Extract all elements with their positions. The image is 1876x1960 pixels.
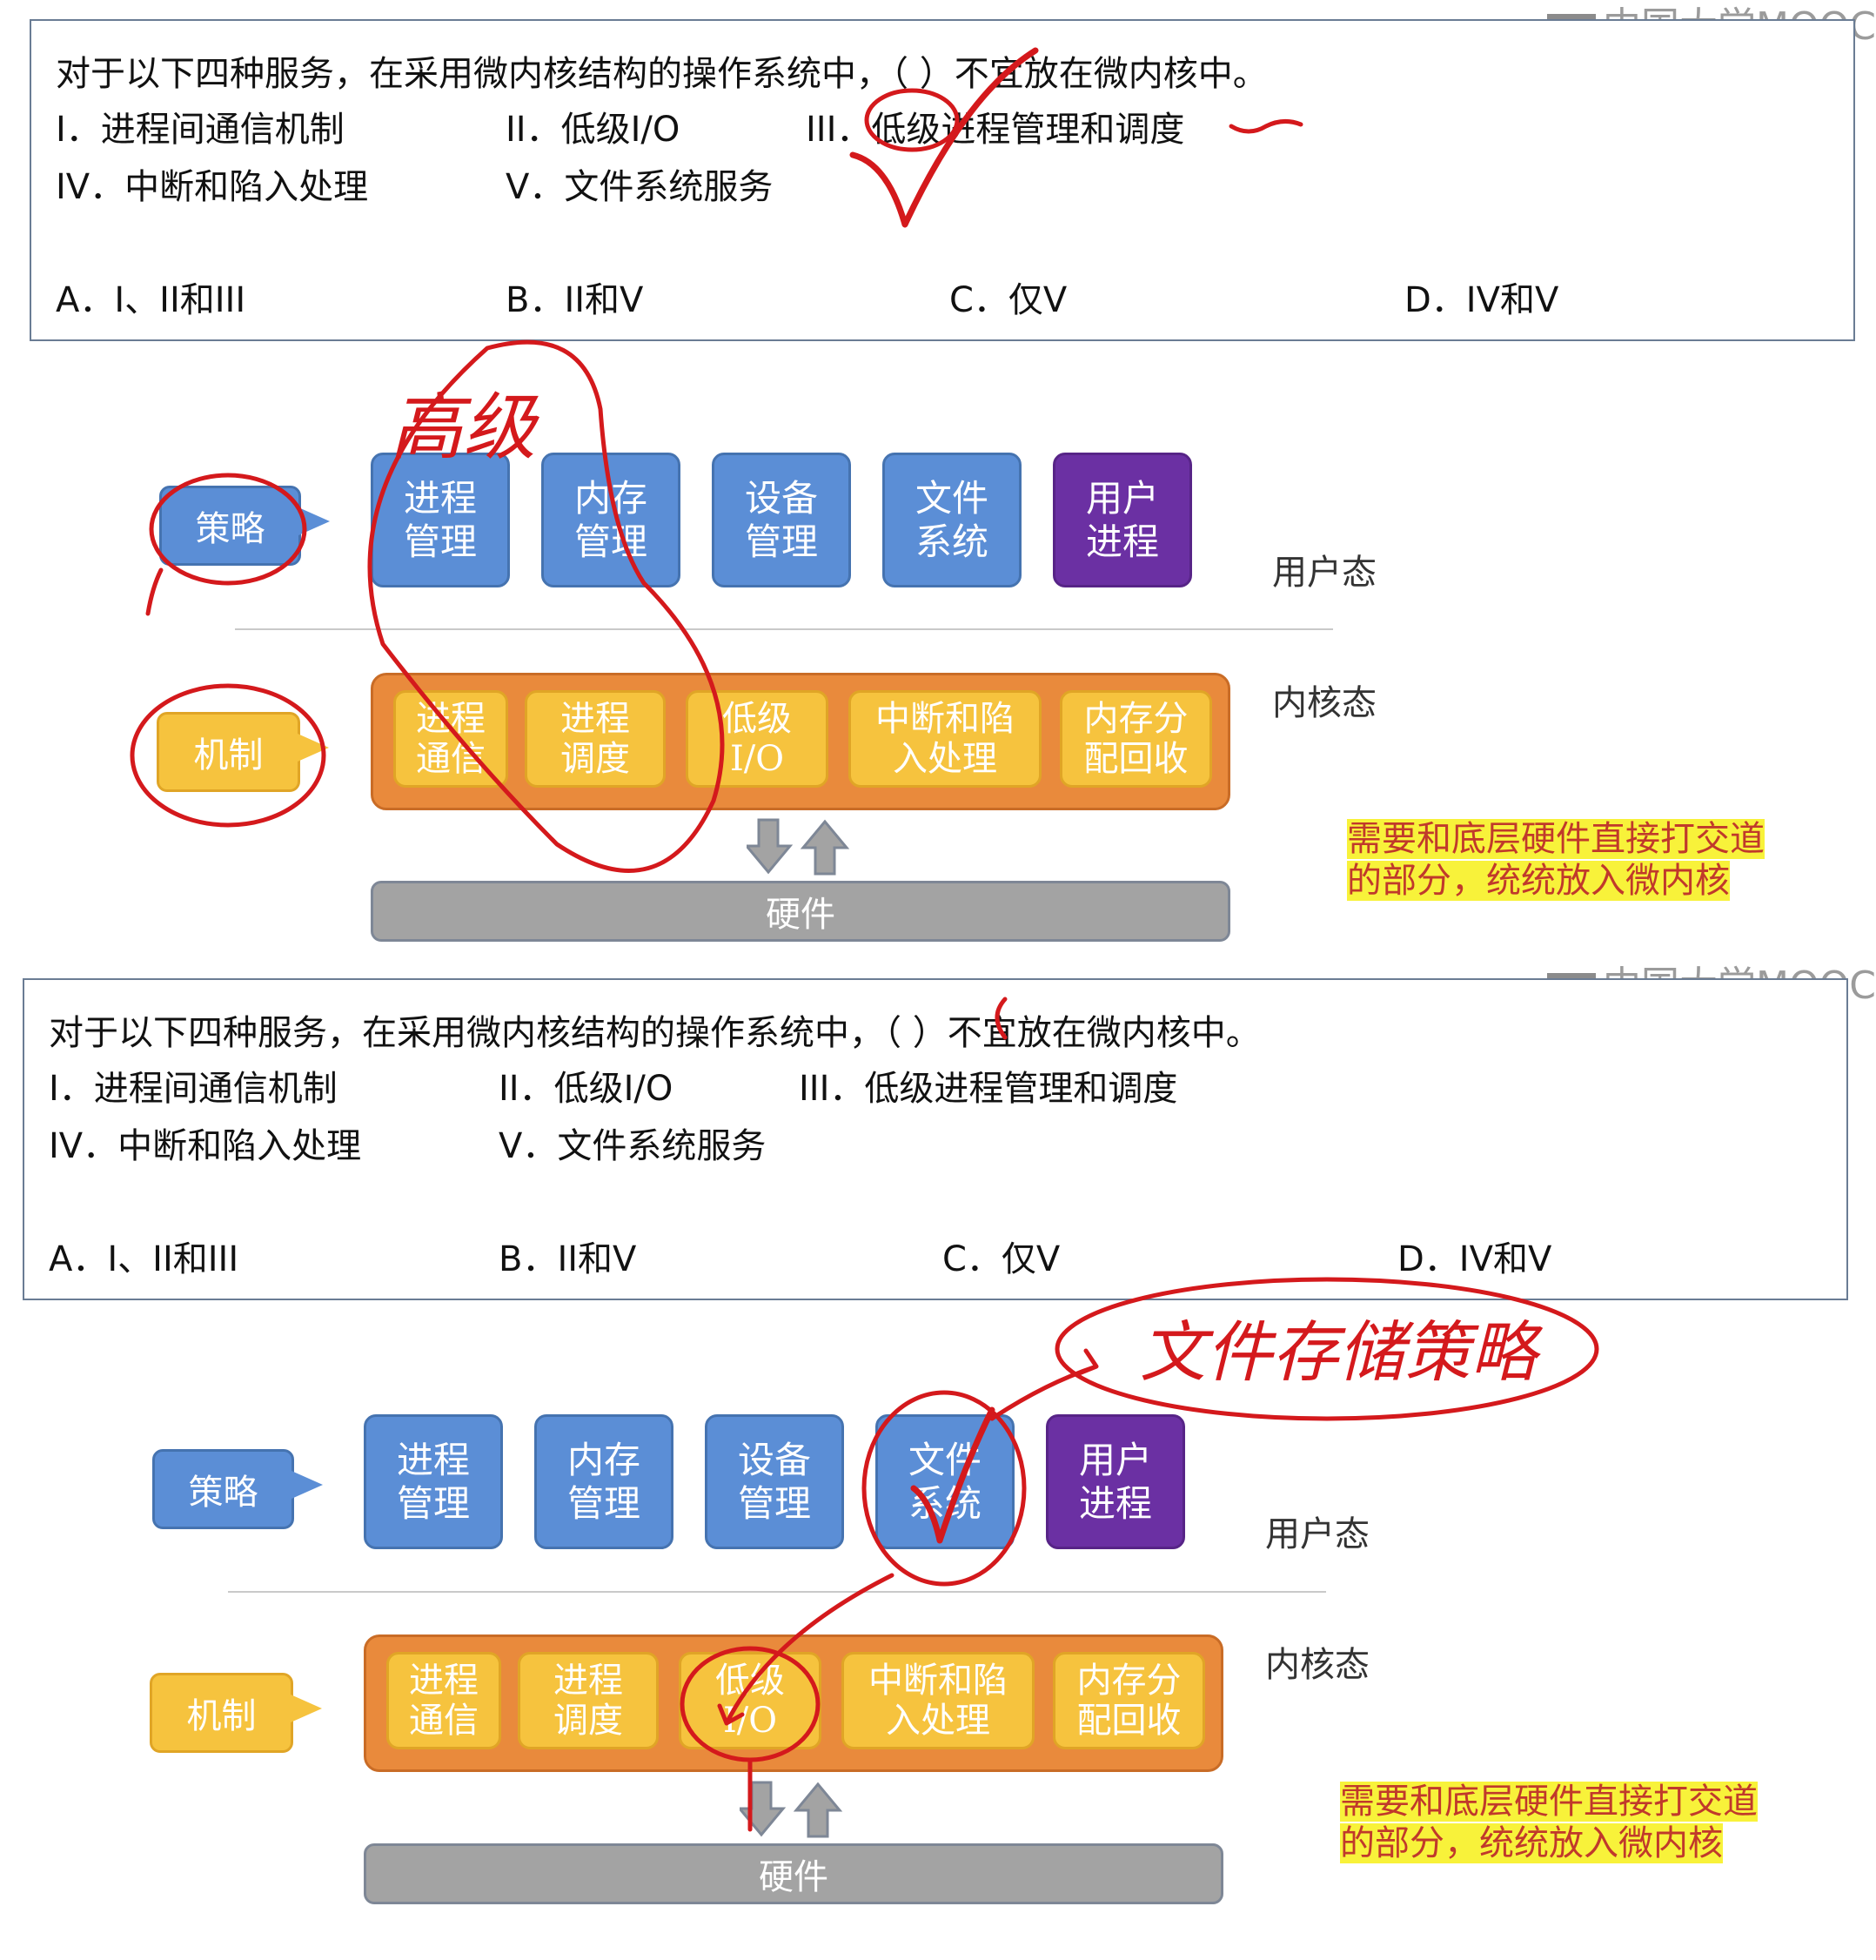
- block-low-level-io: 低级 I/O: [679, 1652, 821, 1749]
- question-box: 对于以下四种服务，在采用微内核结构的操作系统中，（ ）不宜放在微内核中。 I．进…: [30, 19, 1855, 341]
- item-4: IV．中断和陷入处理: [49, 1126, 362, 1166]
- block-ipc: 进程 通信: [393, 690, 508, 788]
- block-interrupt-handling: 中断和陷 入处理: [848, 690, 1042, 788]
- kernel-hardware-arrows: [747, 818, 850, 876]
- state-divider: [235, 628, 1333, 630]
- block-file-system: 文件 系统: [882, 453, 1022, 587]
- item-4: IV．中断和陷入处理: [56, 167, 369, 207]
- block-file-system: 文件 系统: [875, 1414, 1015, 1549]
- block-memory-management: 内存 管理: [534, 1414, 673, 1549]
- option-c: C．仅V: [949, 280, 1068, 320]
- hardware-bar: 硬件: [364, 1843, 1223, 1904]
- option-d: D．IV和V: [1404, 280, 1559, 320]
- kernel-hardware-arrows: [740, 1781, 843, 1838]
- block-process-management: 进程 管理: [364, 1414, 503, 1549]
- block-scheduling: 进程 调度: [525, 690, 666, 788]
- option-a: A．I、II和III: [49, 1239, 239, 1279]
- option-b: B．II和V: [506, 280, 644, 320]
- hardware-bar: 硬件: [371, 881, 1230, 942]
- question-box-2: 对于以下四种服务，在采用微内核结构的操作系统中，（ ）不宜放在微内核中。 I．进…: [23, 978, 1848, 1300]
- item-2: II．低级I/O: [499, 1069, 673, 1109]
- block-memory-allocation: 内存分 配回收: [1060, 690, 1212, 788]
- kernel-note: 需要和底层硬件直接打交道 的部分，统统放入微内核: [1347, 819, 1765, 901]
- up-arrow-icon: [793, 1782, 843, 1838]
- question-stem: 对于以下四种服务，在采用微内核结构的操作系统中，（ ）不宜放在微内核中。: [49, 1013, 1261, 1053]
- item-1: I．进程间通信机制: [49, 1069, 338, 1109]
- block-user-process: 用户 进程: [1053, 453, 1192, 587]
- block-process-management: 进程 管理: [371, 453, 510, 587]
- circle-file-storage-policy: [1055, 1277, 1599, 1421]
- item-3: III．低级进程管理和调度: [799, 1069, 1178, 1109]
- policy-bubble: 策略: [159, 486, 330, 566]
- block-device-management: 设备 管理: [705, 1414, 844, 1549]
- arrow-to-note: [989, 1348, 1099, 1421]
- down-arrow-icon: [740, 1781, 787, 1837]
- block-interrupt-handling: 中断和陷 入处理: [841, 1652, 1035, 1749]
- item-3: III．低级进程管理和调度: [806, 110, 1185, 150]
- stroke-policy-tail: [145, 567, 164, 616]
- item-5: V．文件系统服务: [506, 167, 774, 207]
- up-arrow-icon: [800, 819, 850, 876]
- user-state-label: 用户态: [1265, 1514, 1370, 1554]
- kernel-state-label: 内核态: [1265, 1645, 1370, 1685]
- item-2: II．低级I/O: [506, 110, 680, 150]
- option-d: D．IV和V: [1397, 1239, 1552, 1279]
- user-state-label: 用户态: [1272, 553, 1377, 593]
- option-a: A．I、II和III: [56, 280, 246, 320]
- block-low-level-io: 低级 I/O: [686, 690, 828, 788]
- slide-1: 中国大学MOOC 对于以下四种服务，在采用微内核结构的操作系统中，（ ）不宜放在…: [0, 0, 1876, 957]
- option-b: B．II和V: [499, 1239, 637, 1279]
- kernel-note: 需要和底层硬件直接打交道 的部分，统统放入微内核: [1340, 1782, 1758, 1863]
- block-memory-allocation: 内存分 配回收: [1053, 1652, 1205, 1749]
- slide-2: 中国大学MOOC 对于以下四种服务，在采用微内核结构的操作系统中，（ ）不宜放在…: [0, 963, 1876, 1923]
- block-memory-management: 内存 管理: [541, 453, 680, 587]
- mechanism-bubble: 机制: [150, 1673, 322, 1753]
- down-arrow-icon: [747, 818, 794, 875]
- question-stem: 对于以下四种服务，在采用微内核结构的操作系统中，（ ）不宜放在微内核中。: [56, 54, 1268, 94]
- item-5: V．文件系统服务: [499, 1126, 767, 1166]
- option-c: C．仅V: [942, 1239, 1061, 1279]
- handwriting-text-2: 文件存储策略: [1140, 1313, 1544, 1391]
- item-1: I．进程间通信机制: [56, 110, 345, 150]
- kernel-state-label: 内核态: [1272, 683, 1377, 723]
- block-scheduling: 进程 调度: [518, 1652, 659, 1749]
- block-device-management: 设备 管理: [712, 453, 851, 587]
- block-user-process: 用户 进程: [1046, 1414, 1185, 1549]
- policy-bubble: 策略: [152, 1449, 323, 1529]
- state-divider: [228, 1591, 1326, 1593]
- mechanism-bubble: 机制: [157, 712, 329, 792]
- block-ipc: 进程 通信: [386, 1652, 501, 1749]
